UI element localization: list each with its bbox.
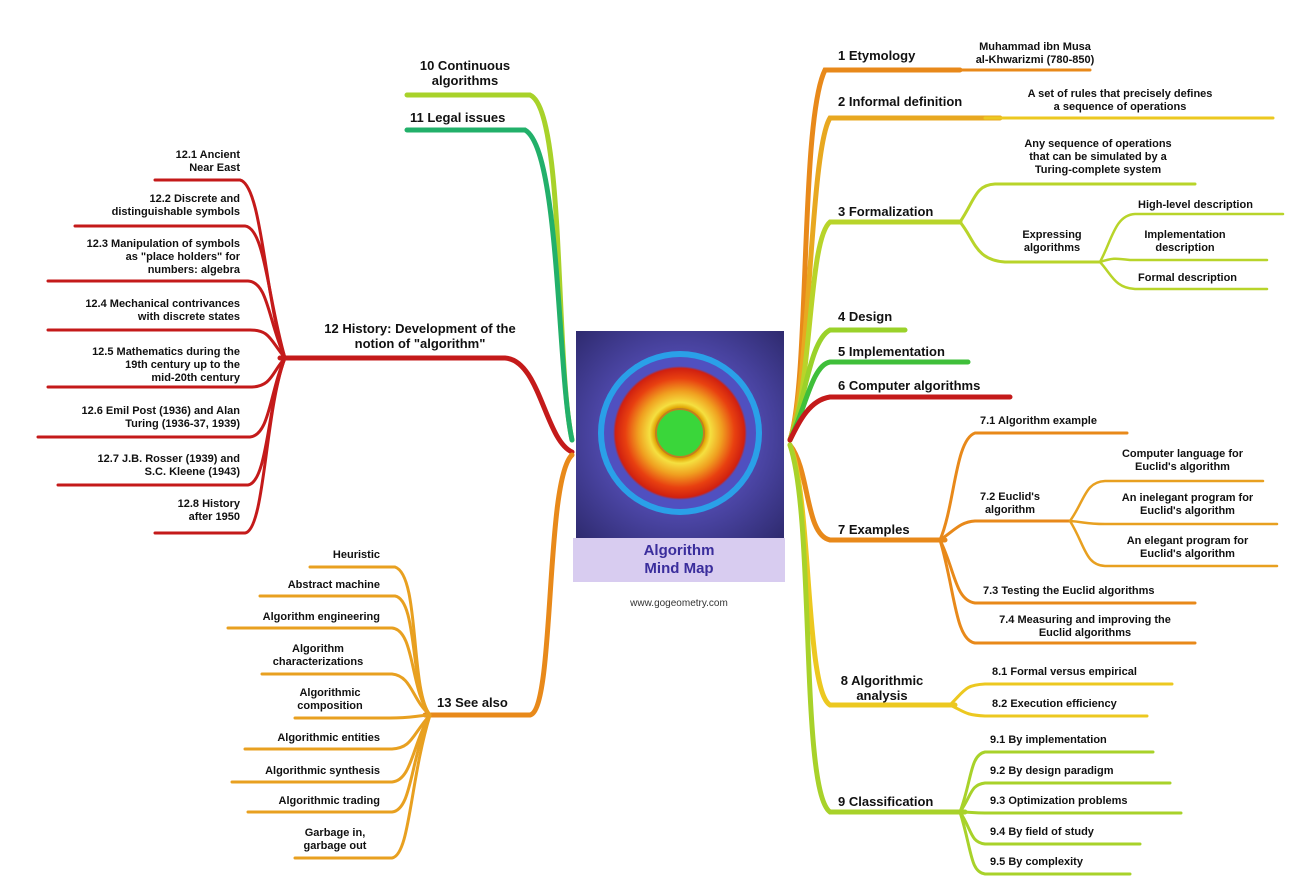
node-5-implementation: 5 Implementation [838,344,945,359]
node-1-etymology: 1 Etymology [838,48,916,63]
node-7-2-3: An elegant program for Euclid's algorith… [1126,535,1249,560]
node-3-1: Any sequence of operations that can be s… [1024,138,1172,176]
node-9-classification: 9 Classification [838,794,934,809]
node-2-1: A set of rules that precisely defines a … [1027,88,1213,113]
node-7-3: 7.3 Testing the Euclid algorithms [983,585,1155,597]
node-7-2: 7.2 Euclid's algorithm [979,491,1041,516]
node-7-examples: 7 Examples [838,522,910,537]
node-10-continuous-algorithms: 10 Continuous algorithms [419,58,511,88]
mind-map-title: Algorithm Mind Map [573,538,785,582]
node-12-7: 12.7 J.B. Rosser (1939) and S.C. Kleene … [97,453,240,478]
node-12-5: 12.5 Mathematics during the 19th century… [92,346,240,384]
node-3-2-expressing-algorithms: Expressing algorithms [1022,229,1082,254]
node-1-1: Muhammad ibn Musa al-Khwarizmi (780-850) [975,41,1095,66]
concentric-rings-image [598,351,762,515]
node-7-4: 7.4 Measuring and improving the Euclid a… [999,614,1171,639]
node-12-8: 12.8 History after 1950 [177,498,240,523]
node-6-computer-algorithms: 6 Computer algorithms [838,378,981,393]
node-7-2-1: Computer language for Euclid's algorithm [1121,448,1243,473]
node-7-1: 7.1 Algorithm example [980,415,1097,427]
node-9-3: 9.3 Optimization problems [990,795,1128,807]
node-9-1: 9.1 By implementation [990,734,1107,746]
node-9-2: 9.2 By design paradigm [990,765,1114,777]
node-12-2: 12.2 Discrete and distinguishable symbol… [111,193,240,218]
node-13-2: Abstract machine [287,579,380,591]
node-11-legal-issues: 11 Legal issues [410,110,506,125]
node-9-5: 9.5 By complexity [990,856,1083,868]
node-13-3: Algorithm engineering [262,611,380,623]
node-2-informal-definition: 2 Informal definition [838,94,963,109]
node-12-3: 12.3 Manipulation of symbols as "place h… [86,238,240,276]
node-12-4: 12.4 Mechanical contrivances with discre… [85,298,240,323]
node-3-2-2: Implementation description [1144,229,1226,254]
node-3-formalization: 3 Formalization [838,204,934,219]
node-12-6: 12.6 Emil Post (1936) and Alan Turing (1… [81,405,240,430]
website-credit: www.gogeometry.com [630,598,728,609]
node-13-8: Algorithmic trading [278,795,380,807]
node-8-algorithmic-analysis: 8 Algorithmic analysis [840,673,924,703]
node-13-7: Algorithmic synthesis [265,765,380,777]
node-8-1: 8.1 Formal versus empirical [992,666,1137,678]
node-3-2-3: Formal description [1138,272,1238,284]
node-13-1: Heuristic [332,549,380,561]
node-12-history: 12 History: Development of the notion of… [324,321,516,351]
node-9-4: 9.4 By field of study [990,826,1094,838]
node-3-2-1: High-level description [1138,199,1253,211]
node-13-see-also: 13 See also [437,695,508,710]
node-4-design: 4 Design [838,309,893,324]
node-12-1: 12.1 Ancient Near East [175,149,240,174]
node-13-6: Algorithmic entities [277,732,380,744]
node-13-5: Algorithmic composition [297,687,363,712]
node-13-4: Algorithm characterizations [272,643,364,668]
node-13-9: Garbage in, garbage out [303,827,367,852]
center-image [576,331,784,538]
node-7-2-2: An inelegant program for Euclid's algori… [1121,492,1254,517]
node-8-2: 8.2 Execution efficiency [992,698,1117,710]
